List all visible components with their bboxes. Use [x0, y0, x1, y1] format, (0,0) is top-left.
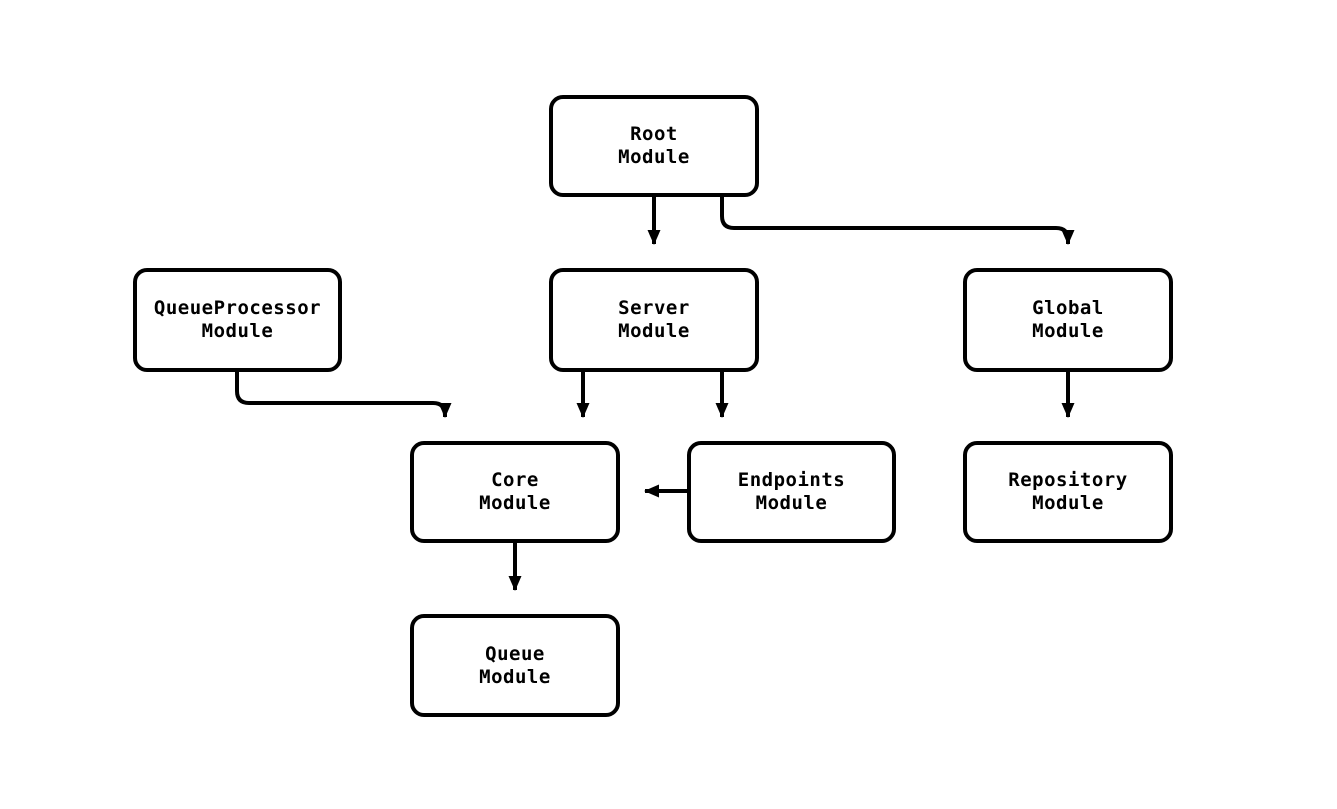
core-module-node[interactable]: Core Module	[410, 441, 620, 543]
queueprocessor-module-subtitle: Module	[201, 320, 274, 342]
repository-module-title: Repository	[1008, 469, 1128, 491]
repository-module-subtitle: Module	[1032, 492, 1104, 514]
queue-module-node[interactable]: Queue Module	[410, 614, 620, 717]
edge-root-to-global-path	[720, 197, 1075, 245]
core-module-subtitle: Module	[479, 492, 551, 514]
global-module-title: Global	[1032, 297, 1104, 319]
server-module-subtitle: Module	[618, 320, 690, 342]
core-module-title: Core	[491, 469, 539, 491]
endpoints-module-title: Endpoints	[737, 469, 846, 491]
queue-module-subtitle: Module	[479, 665, 551, 688]
endpoints-module-node[interactable]: Endpoints Module	[687, 441, 896, 543]
queue-module-title: Queue	[485, 642, 545, 665]
edge-queueprocessor-to-core-path	[235, 372, 452, 418]
server-module-title: Server	[618, 297, 690, 319]
global-module-subtitle: Module	[1032, 320, 1104, 342]
server-module-node[interactable]: Server Module	[549, 268, 759, 372]
endpoints-module-subtitle: Module	[755, 492, 828, 514]
repository-module-node[interactable]: Repository Module	[963, 441, 1173, 543]
queueprocessor-module-title: QueueProcessor	[153, 297, 322, 319]
root-module-title: Root	[630, 123, 678, 145]
root-module-subtitle: Module	[618, 146, 690, 168]
global-module-node[interactable]: Global Module	[963, 268, 1173, 372]
queueprocessor-module-node[interactable]: QueueProcessor Module	[133, 268, 342, 372]
root-module-node[interactable]: Root Module	[549, 95, 759, 197]
